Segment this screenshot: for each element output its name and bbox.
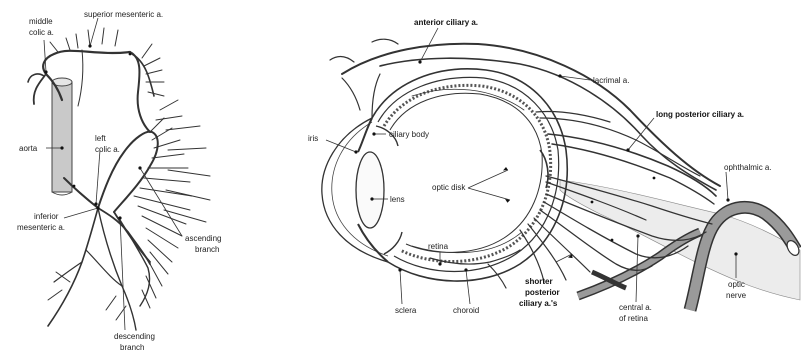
label-ciliary-body: ciliary body	[389, 130, 429, 139]
superior-mesenteric-vessels	[28, 28, 164, 132]
label-optic-disk: optic disk	[432, 183, 466, 192]
label-optic-nerve-2: nerve	[726, 291, 747, 300]
label-left-colic-2: colic a.	[95, 145, 120, 154]
label-ophthalmic: ophthalmic a.	[724, 163, 772, 172]
label-inferior-mesenteric-1: inferior	[34, 212, 59, 221]
label-inferior-mesenteric-2: mesenteric a.	[17, 223, 65, 232]
label-lacrimal: lacrimal a.	[593, 76, 629, 85]
label-ascending-branch-2: branch	[195, 245, 219, 254]
label-iris: iris	[308, 134, 318, 143]
label-middle-colic-2: colic a.	[29, 28, 54, 37]
label-middle-colic-1: middle	[29, 17, 53, 26]
label-superior-mesenteric: superior mesenteric a.	[84, 10, 163, 19]
label-central-retina-1: central a.	[619, 303, 652, 312]
label-descending-branch-1: descending	[114, 332, 155, 341]
label-descending-branch-2: branch	[120, 343, 144, 351]
label-shorter-posterior-ciliary-2: posterior	[525, 288, 560, 297]
label-optic-nerve-1: optic	[728, 280, 745, 289]
mesenteric-diagram: middle colic a. superior mesenteric a. l…	[17, 10, 221, 351]
label-shorter-posterior-ciliary-1: shorter	[525, 277, 553, 286]
label-left-colic-1: left	[95, 134, 106, 143]
label-anterior-ciliary: anterior ciliary a.	[414, 18, 478, 27]
label-ascending-branch-1: ascending	[185, 234, 221, 243]
label-aorta: aorta	[19, 144, 38, 153]
label-retina: retina	[428, 242, 449, 251]
aorta-vessel	[52, 78, 72, 195]
label-central-retina-2: of retina	[619, 314, 648, 323]
label-choroid: choroid	[453, 306, 479, 315]
label-sclera: sclera	[395, 306, 417, 315]
label-shorter-posterior-ciliary-3: ciliary a.'s	[519, 299, 558, 308]
eye-diagram: anterior ciliary a. lacrimal a. long pos…	[308, 18, 801, 323]
label-lens: lens	[390, 195, 405, 204]
label-long-posterior-ciliary: long posterior ciliary a.	[656, 110, 744, 119]
